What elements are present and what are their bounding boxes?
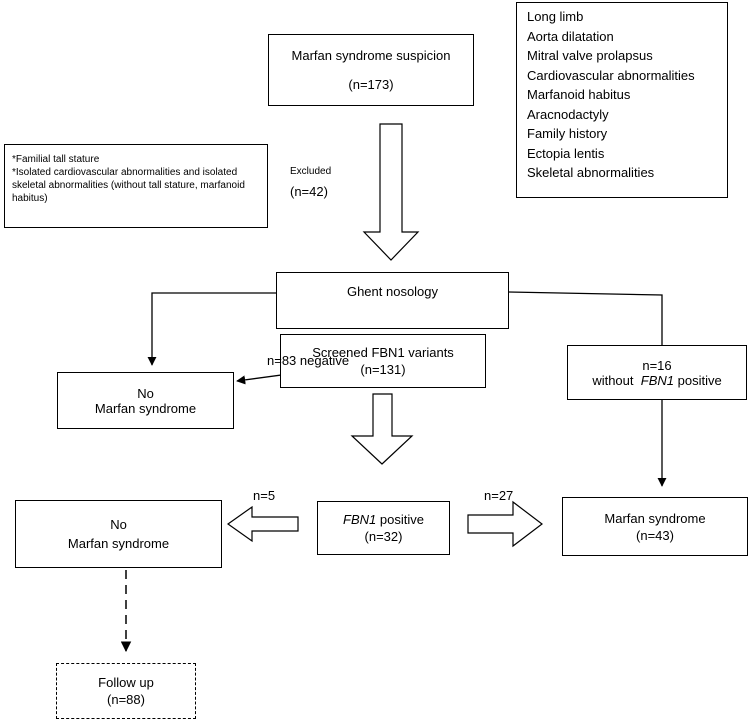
exclusion-reason-1: *Familial tall stature xyxy=(12,154,100,165)
suspicion-count: (n=173) xyxy=(348,77,394,92)
no-marfan-2-line1: No xyxy=(110,517,127,532)
criteria-item: Marfanoid habitus xyxy=(527,87,631,102)
no-marfan-1-line2: Marfan syndrome xyxy=(94,400,197,416)
ghent-title: Ghent nosology xyxy=(346,284,439,299)
negative-label: n=83 negative xyxy=(267,353,350,368)
screened-box: Screened FBN1 variants (n=131) xyxy=(280,334,486,388)
follow-up-box: Follow up (n=88) xyxy=(56,663,196,719)
marfan-count: (n=43) xyxy=(636,527,674,543)
n5-label: n=5 xyxy=(253,488,276,503)
without-fbn1-prefix: without xyxy=(592,372,634,388)
screened-count: (n=131) xyxy=(360,362,406,377)
criteria-item: Aorta dilatation xyxy=(527,28,614,44)
fbn1-positive-box: FBN1 positive (n=32) xyxy=(317,501,450,555)
fbn1-positive-gene: FBN1 xyxy=(343,512,377,527)
fbn1-positive-line: FBN1 positive xyxy=(343,512,424,527)
excluded-count: (n=42) xyxy=(290,184,328,199)
marfan-box: Marfan syndrome (n=43) xyxy=(562,497,748,556)
exclusion-box: *Familial tall stature *Isolated cardiov… xyxy=(4,144,268,228)
criteria-item: Cardiovascular abnormalities xyxy=(527,67,695,83)
no-marfan-2-line2: Marfan syndrome xyxy=(67,536,170,551)
n27-label: n=27 xyxy=(484,488,514,503)
without-fbn1-gene: FBN1 xyxy=(640,372,674,388)
no-marfan-box-2: No Marfan syndrome xyxy=(15,500,222,568)
fbn1-positive-count: (n=32) xyxy=(364,529,403,544)
without-fbn1-box: n=16 without FBN1 positive xyxy=(567,345,747,400)
without-fbn1-line: without FBN1 positive xyxy=(592,373,721,388)
without-fbn1-suffix: positive xyxy=(677,372,722,388)
exclusion-reason-2: *Isolated cardiovascular abnormalities a… xyxy=(12,167,245,204)
no-marfan-box-1: No Marfan syndrome xyxy=(57,372,234,429)
follow-up-count: (n=88) xyxy=(107,692,145,707)
criteria-item: Long limb xyxy=(527,9,584,24)
n27-right-arrow xyxy=(467,500,543,548)
marfan-title: Marfan syndrome xyxy=(604,510,706,526)
criteria-item: Mitral valve prolapsus xyxy=(527,48,653,63)
follow-up-title: Follow up xyxy=(98,675,154,690)
criteria-item: Family history xyxy=(527,126,608,141)
screened-down-arrow xyxy=(350,393,414,465)
criteria-item: Ectopia lentis xyxy=(527,145,605,161)
without-fbn1-count: n=16 xyxy=(642,357,672,373)
n5-left-arrow xyxy=(226,505,299,543)
excluded-label: Excluded xyxy=(290,166,332,177)
fbn1-positive-label: positive xyxy=(379,512,424,527)
no-marfan-1-line1: No xyxy=(137,385,154,401)
ghent-to-no-marfan-arrow xyxy=(147,292,276,366)
suspicion-title: Marfan syndrome suspicion xyxy=(291,48,451,63)
ghent-box: Ghent nosology xyxy=(276,272,509,329)
main-down-arrow xyxy=(362,123,420,261)
criteria-item: Aracnodactyly xyxy=(527,106,609,122)
criteria-item: Skeletal abnormalities xyxy=(527,165,655,180)
ghent-to-marfan-arrow xyxy=(508,291,667,487)
screened-title: Screened FBN1 variants xyxy=(312,345,454,360)
suspicion-box: Marfan syndrome suspicion (n=173) xyxy=(268,34,474,106)
